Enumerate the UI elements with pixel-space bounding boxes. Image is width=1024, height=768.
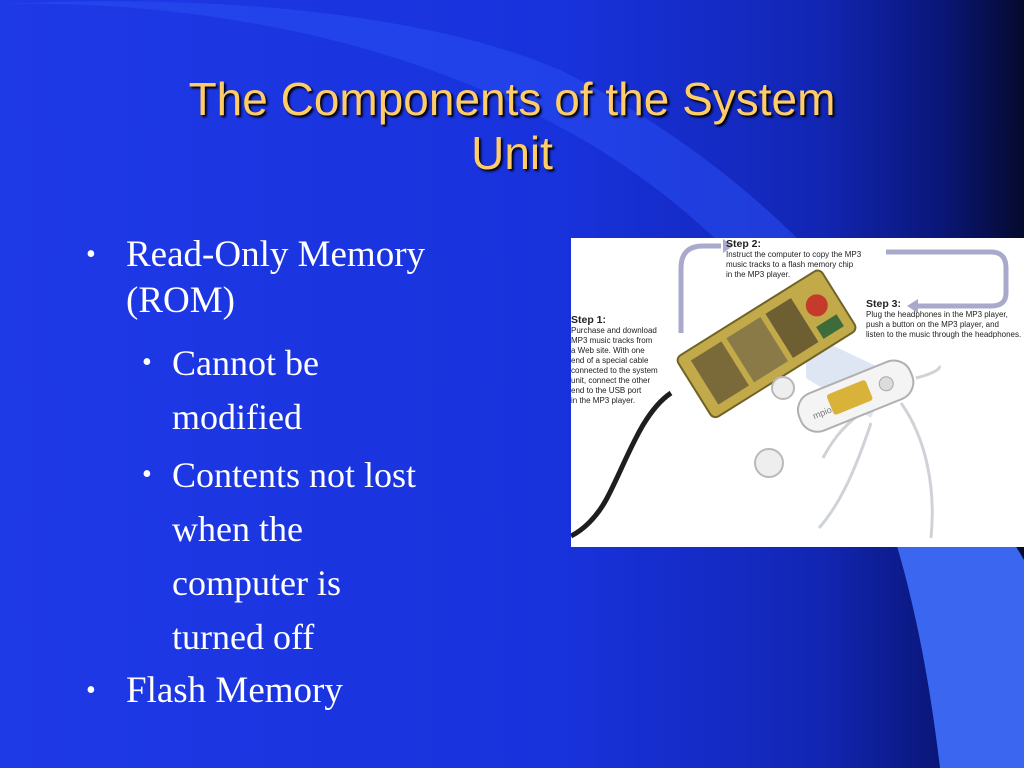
step-1-line: MP3 music tracks from (571, 336, 653, 345)
headphone-wire-right (899, 402, 934, 539)
mp3-player-illustration: mpio Step 1: Purchase and download MP3 m… (571, 238, 1024, 547)
usb-cable (571, 390, 673, 539)
bullet-dot-icon: • (142, 347, 152, 378)
illustration-drawing: mpio (571, 239, 1009, 539)
step-1-line: unit, connect the other (571, 376, 651, 385)
earbud-left (754, 448, 784, 478)
step-1-line: in the MP3 player. (571, 396, 636, 405)
step-1-line: end to the USB port (571, 386, 642, 395)
bullet-rom: • Read-Only Memory (ROM) (86, 232, 526, 324)
bullet-rom-line-2: (ROM) (126, 280, 235, 321)
headphone-wire-top (915, 364, 941, 380)
step-1-line: connected to the system (571, 366, 658, 375)
title-line-1: The Components of the System (188, 73, 836, 125)
slide-title: The Components of the System Unit (40, 72, 984, 180)
sub-bullet-2-line-2: when the (172, 509, 303, 549)
arrow-head-icon (723, 239, 733, 253)
caption-step-3: Step 3: Plug the headphones in the MP3 p… (866, 298, 1024, 340)
step-1-line: Purchase and download (571, 326, 657, 335)
step-2-title: Step 2: (726, 238, 762, 250)
bullet-list: • Read-Only Memory (ROM) • Cannot be mod… (86, 232, 526, 726)
step-1-title: Step 1: (571, 314, 607, 326)
mp3-player-device: mpio (796, 359, 915, 433)
sub-bullet-2-line-3: computer is (172, 563, 341, 603)
arrow-step1-to-step2 (678, 243, 721, 333)
title-line-2: Unit (471, 127, 553, 179)
step-1-line: end of a special cable (571, 356, 649, 365)
step-3-line: Plug the headphones in the MP3 player, (866, 310, 1008, 319)
bullet-dot-icon: • (142, 459, 152, 490)
bullet-flash-memory: • Flash Memory (86, 668, 526, 714)
sub-bullet-cannot-modify: • Cannot be modified (86, 336, 526, 444)
bullet-flash-text: Flash Memory (126, 670, 343, 711)
earbud-top (771, 376, 795, 400)
bullet-dot-icon: • (86, 239, 96, 270)
sub-bullet-1-line-2: modified (172, 397, 302, 437)
step-2-line: music tracks to a flash memory chip (726, 260, 854, 269)
sub-bullet-2-line-4: turned off (172, 617, 315, 657)
sub-bullet-2-line-1: Contents not lost (172, 455, 417, 495)
sub-bullet-1-line-1: Cannot be (172, 343, 319, 383)
caption-step-2: Step 2: Instruct the computer to copy th… (726, 238, 886, 280)
step-2-line: in the MP3 player. (726, 270, 791, 279)
step-3-title: Step 3: (866, 298, 902, 310)
headphone-wire-center (817, 422, 873, 529)
arrow-step2-to-step3 (886, 249, 1009, 309)
caption-step-1: Step 1: Purchase and download MP3 music … (571, 314, 671, 406)
sub-bullet-contents-not-lost: • Contents not lost when the computer is… (86, 448, 526, 664)
arrow-head-icon (907, 299, 918, 313)
bullet-dot-icon: • (86, 675, 96, 706)
step-3-line: push a button on the MP3 player, and (866, 320, 999, 329)
step-3-line: listen to the music through the headphon… (866, 330, 1022, 339)
step-1-line: a Web site. With one (571, 346, 645, 355)
bullet-rom-line-1: Read-Only Memory (126, 234, 426, 275)
step-2-line: Instruct the computer to copy the MP3 (726, 250, 862, 259)
flash-memory-board (676, 269, 857, 419)
